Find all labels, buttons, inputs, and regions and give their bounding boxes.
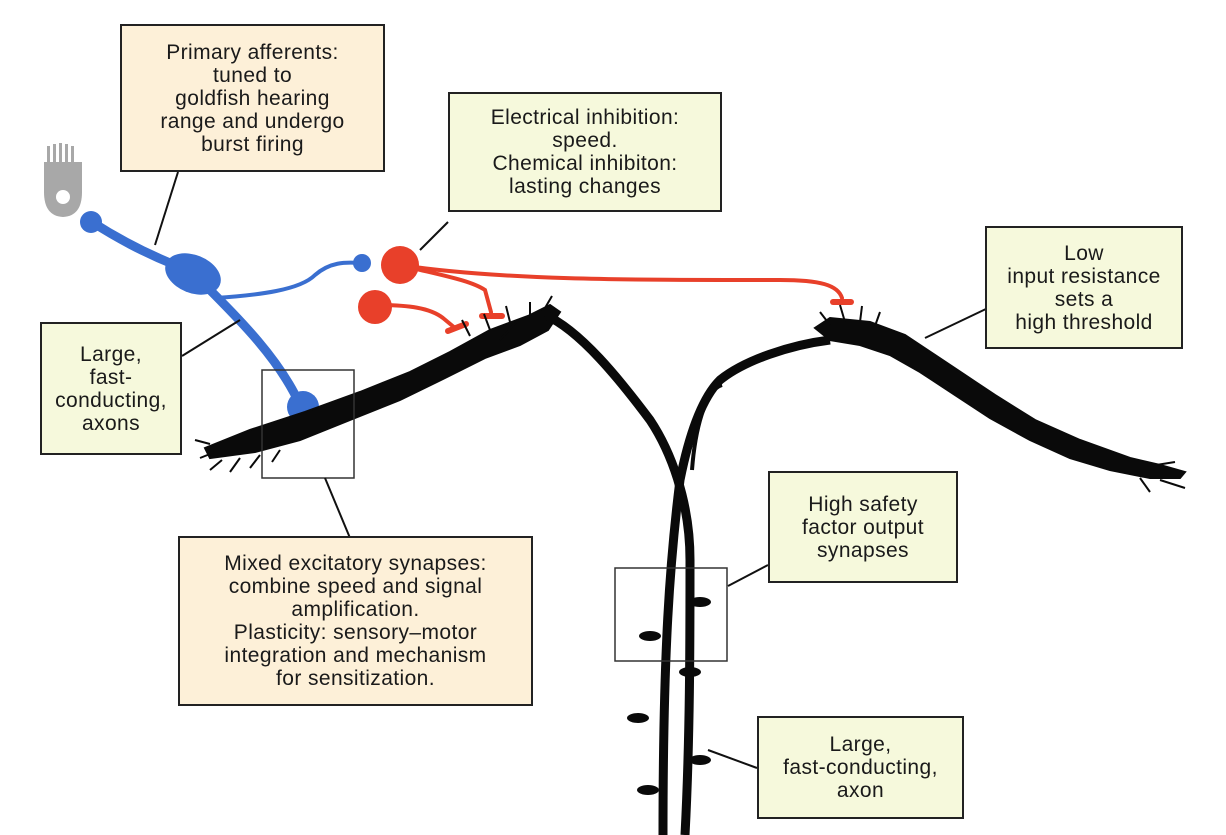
- primary-afferents-line: goldfish hearing: [175, 86, 330, 110]
- inhibition-label: Electrical inhibition: speed. Chemical i…: [448, 92, 722, 212]
- input-resistance-line: input resistance: [1007, 264, 1161, 288]
- inhibition-line: Chemical inhibiton:: [492, 152, 678, 175]
- primary-afferents-line: Primary afferents:: [166, 40, 339, 64]
- large-axons-label: Large, fast- conducting, axons: [40, 322, 182, 455]
- hair-cell-icon: [44, 143, 82, 217]
- large-axon-line: fast-conducting,: [783, 756, 938, 779]
- output-synapse-highlight-box: [614, 567, 728, 662]
- large-axons-line: fast-: [89, 365, 133, 389]
- primary-afferents-label: Primary afferents: tuned to goldfish hea…: [120, 24, 385, 172]
- mixed-synapse-highlight-box: [261, 369, 355, 479]
- primary-afferents-line: burst firing: [201, 132, 304, 156]
- right-mauthner-cell: [658, 304, 1187, 835]
- input-resistance-line: sets a: [1054, 287, 1114, 311]
- large-axons-line: Large,: [80, 342, 142, 366]
- output-synapses-label: High safety factor output synapses: [768, 471, 958, 583]
- output-synapses-line: factor output: [802, 515, 924, 539]
- output-synapses-line: High safety: [808, 492, 918, 516]
- input-resistance-line: high threshold: [1015, 310, 1153, 334]
- primary-afferents-line: range and undergo: [160, 109, 345, 133]
- mixed-synapses-line: amplification.: [291, 598, 420, 621]
- output-synapses-line: synapses: [817, 538, 909, 562]
- mixed-synapses-label: Mixed excitatory synapses: combine speed…: [178, 536, 533, 706]
- inhibition-line: lasting changes: [509, 175, 661, 198]
- large-axons-line: conducting,: [55, 388, 167, 412]
- mixed-synapses-line: for sensitization.: [276, 667, 435, 690]
- mixed-synapses-line: combine speed and signal: [228, 575, 483, 598]
- large-axon-line: axon: [836, 779, 885, 802]
- mixed-synapses-line: Mixed excitatory synapses:: [224, 552, 487, 575]
- mixed-synapses-line: integration and mechanism: [224, 644, 487, 667]
- inhibitory-interneurons: [358, 246, 854, 334]
- inhibition-line: Electrical inhibition:: [490, 106, 680, 129]
- input-resistance-label: Low input resistance sets a high thresho…: [985, 226, 1183, 349]
- input-resistance-line: Low: [1064, 241, 1104, 265]
- large-axons-line: axons: [81, 411, 141, 435]
- output-synapse-boutons: [627, 597, 711, 795]
- inhibition-line: speed.: [552, 129, 618, 152]
- primary-afferents-line: tuned to: [212, 63, 293, 87]
- large-axon-line: Large,: [829, 733, 892, 756]
- left-mauthner-cell: [194, 295, 695, 835]
- large-axon-label: Large, fast-conducting, axon: [757, 716, 964, 819]
- leader-lines: [154, 171, 989, 769]
- mixed-synapses-line: Plasticity: sensory–motor: [233, 621, 478, 644]
